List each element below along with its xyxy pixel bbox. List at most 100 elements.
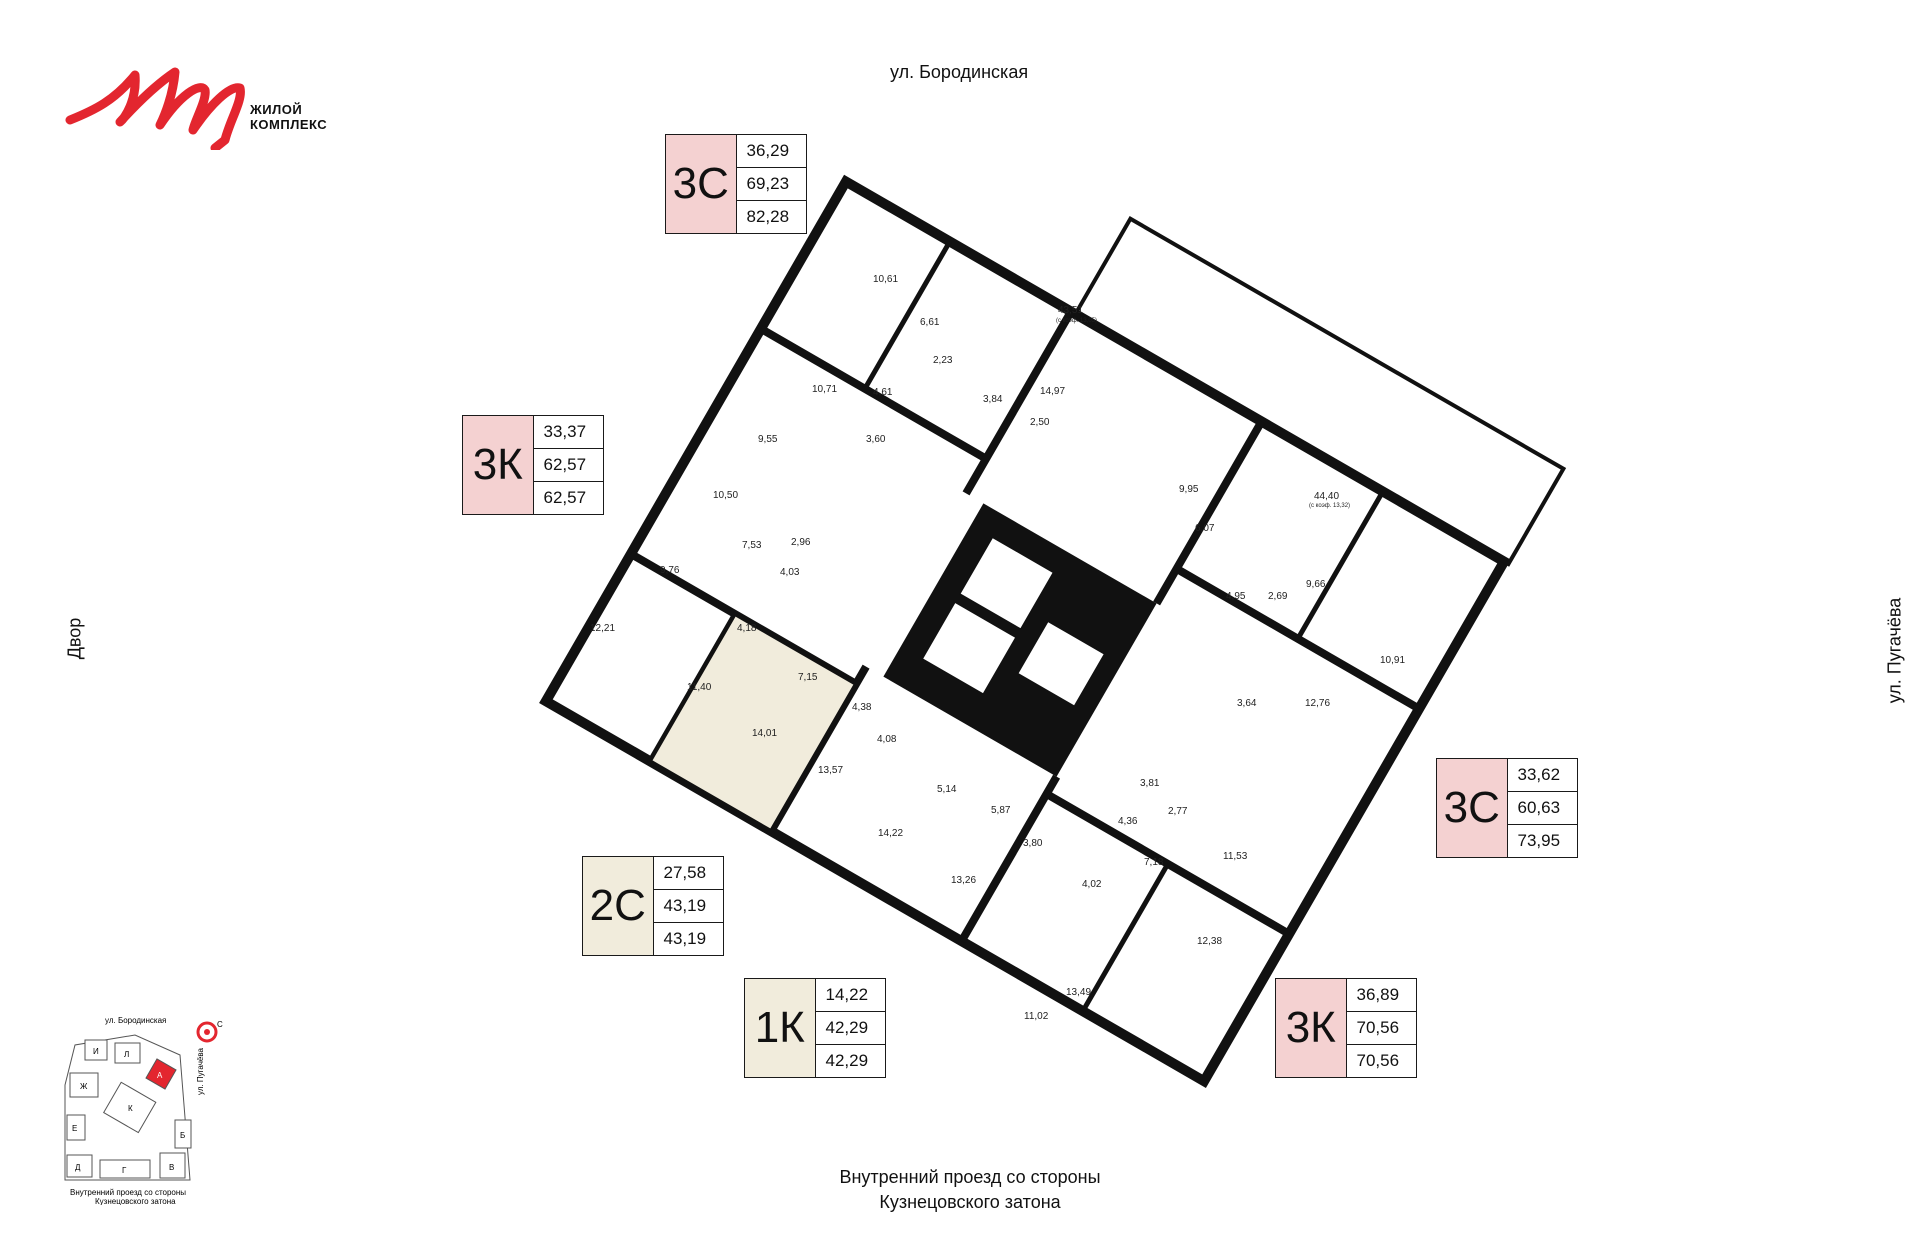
room-area: 4,95	[1226, 591, 1246, 602]
room-area: 3,81	[1140, 778, 1160, 789]
unit-total-area: 60,63	[1507, 792, 1577, 825]
section-label: А	[157, 1071, 163, 1080]
unit-total-with-balcony: 82,28	[746, 207, 790, 226]
section-e	[66, 1114, 86, 1141]
unit-total-with-balcony: 43,19	[663, 929, 707, 948]
room-area: 4,38	[852, 702, 872, 713]
unit-living-area: 36,89	[1346, 979, 1416, 1012]
unit-living-area: 33,37	[533, 416, 603, 449]
unit-card-2c[interactable]: 2С 27,58 43,19 43,19	[582, 856, 724, 956]
unit-total-area: 62,57	[533, 449, 603, 482]
room-area: 43,51	[1058, 305, 1083, 316]
minimap-street-right: ул. Пугачёва	[196, 1048, 205, 1095]
unit-total-with-balcony: 42,29	[825, 1051, 869, 1070]
minimap-street-top: ул. Бородинская	[105, 1016, 166, 1025]
wall-10	[1295, 490, 1386, 641]
site-minimap: ул. Бородинская ул. Пугачёва Внутренний …	[64, 1016, 223, 1205]
room-area: 12,38	[1197, 936, 1222, 947]
room-area: 4,18	[737, 623, 757, 634]
unit-card-3k-south[interactable]: 3К 36,89 70,56 70,56	[1275, 978, 1417, 1078]
room-area-labels: 10,61 6,61 2,23 3,84 14,97 2,50 43,51 (с…	[590, 274, 1405, 1022]
room-area: 10,50	[713, 490, 738, 501]
room-area: 13,26	[951, 875, 976, 886]
room-area: 13,49	[1066, 987, 1091, 998]
room-area: 13,57	[818, 765, 843, 776]
section-label: Г	[122, 1166, 127, 1175]
wall-9	[862, 240, 952, 391]
section-label: Е	[72, 1124, 77, 1133]
unit-type: 3С	[1437, 759, 1508, 857]
unit-card-1k[interactable]: 1К 14,22 42,29 42,29	[744, 978, 886, 1078]
unit-areas: 33,62 60,63 73,95	[1507, 759, 1577, 857]
room-area: 11,40	[687, 682, 712, 693]
elevator-1	[959, 536, 1054, 630]
section-label: Ж	[80, 1082, 88, 1091]
section-label: В	[169, 1163, 174, 1172]
room-area: 5,87	[991, 805, 1011, 816]
room-area: 2,23	[933, 355, 953, 366]
brand-logo	[65, 60, 305, 153]
logo-caption: ЖИЛОЙ КОМПЛЕКС	[250, 102, 327, 132]
room-area: 9,95	[1179, 484, 1199, 495]
room-area-note: (с коэф. 13,32)	[1309, 503, 1350, 509]
unit-living-area: 27,58	[653, 857, 723, 890]
room-area: 4,08	[877, 734, 897, 745]
room-area: 12,21	[590, 623, 615, 634]
section-zh	[69, 1072, 99, 1098]
logo-line2: КОМПЛЕКС	[250, 117, 328, 132]
street-bottom-label: Внутренний проезд со стороны Кузнецовско…	[770, 1165, 1170, 1215]
unit-type: 3С	[666, 135, 737, 233]
room-area: 5,14	[937, 784, 957, 795]
unit-type: 3К	[463, 416, 534, 514]
wall-12	[1080, 862, 1171, 1013]
room-area: 10,61	[873, 274, 898, 285]
unit-areas: 33,37 62,57 62,57	[533, 416, 603, 514]
room-area-note: (с коэф. 13,05)	[1056, 318, 1097, 324]
section-d	[66, 1154, 93, 1178]
unit-total-area: 43,19	[653, 890, 723, 923]
section-i	[84, 1039, 108, 1061]
room-area: 14,22	[878, 828, 903, 839]
section-label: И	[93, 1047, 99, 1056]
room-area: 11,02	[1024, 1011, 1049, 1022]
wall-2	[962, 309, 1075, 496]
section-label: К	[128, 1104, 133, 1113]
unit-type: 1К	[745, 979, 816, 1077]
elevator-3	[1017, 620, 1105, 707]
room-area: 6,07	[1195, 523, 1215, 534]
room-area: 2,96	[791, 537, 811, 548]
unit-card-3c-east[interactable]: 3С 33,62 60,63 73,95	[1436, 758, 1578, 858]
unit-living-area: 33,62	[1507, 759, 1577, 792]
unit-living-area: 36,29	[736, 135, 806, 168]
room-area: 9,76	[660, 565, 680, 576]
room-area: 7,53	[742, 540, 762, 551]
unit-total-with-balcony: 62,57	[543, 488, 587, 507]
unit-card-3c-north[interactable]: 3С 36,29 69,23 82,28	[665, 134, 807, 234]
section-g	[99, 1159, 151, 1179]
unit-total-with-balcony: 70,56	[1356, 1051, 1400, 1070]
room-area: 7,18	[1144, 857, 1164, 868]
logo-script-icon	[65, 67, 245, 153]
minimap-street-bottom-2: Кузнецовского затона	[95, 1197, 176, 1205]
street-top-label: ул. Бородинская	[890, 62, 1029, 82]
wall-3	[1174, 565, 1422, 713]
core-block	[883, 503, 1157, 777]
section-label: Л	[124, 1050, 129, 1059]
room-area: 14,97	[1040, 386, 1065, 397]
section-v	[159, 1152, 186, 1179]
unit-card-3k-west[interactable]: 3К 33,37 62,57 62,57	[462, 415, 604, 515]
compass-north-label: С	[217, 1020, 223, 1029]
loggia-north	[1072, 216, 1567, 567]
section-l	[114, 1042, 141, 1064]
section-b	[174, 1119, 192, 1149]
wall-7	[958, 774, 1061, 944]
room-area: 4,03	[780, 567, 800, 578]
highlighted-apartment	[647, 611, 859, 834]
street-bottom-line2: Кузнецовского затона	[879, 1192, 1061, 1212]
unit-areas: 36,89 70,56 70,56	[1346, 979, 1416, 1077]
street-bottom-line1: Внутренний проезд со стороны	[839, 1167, 1101, 1187]
room-area: 10,71	[812, 384, 837, 395]
room-area: 3,60	[866, 434, 886, 445]
room-area: 4,61	[873, 387, 893, 398]
